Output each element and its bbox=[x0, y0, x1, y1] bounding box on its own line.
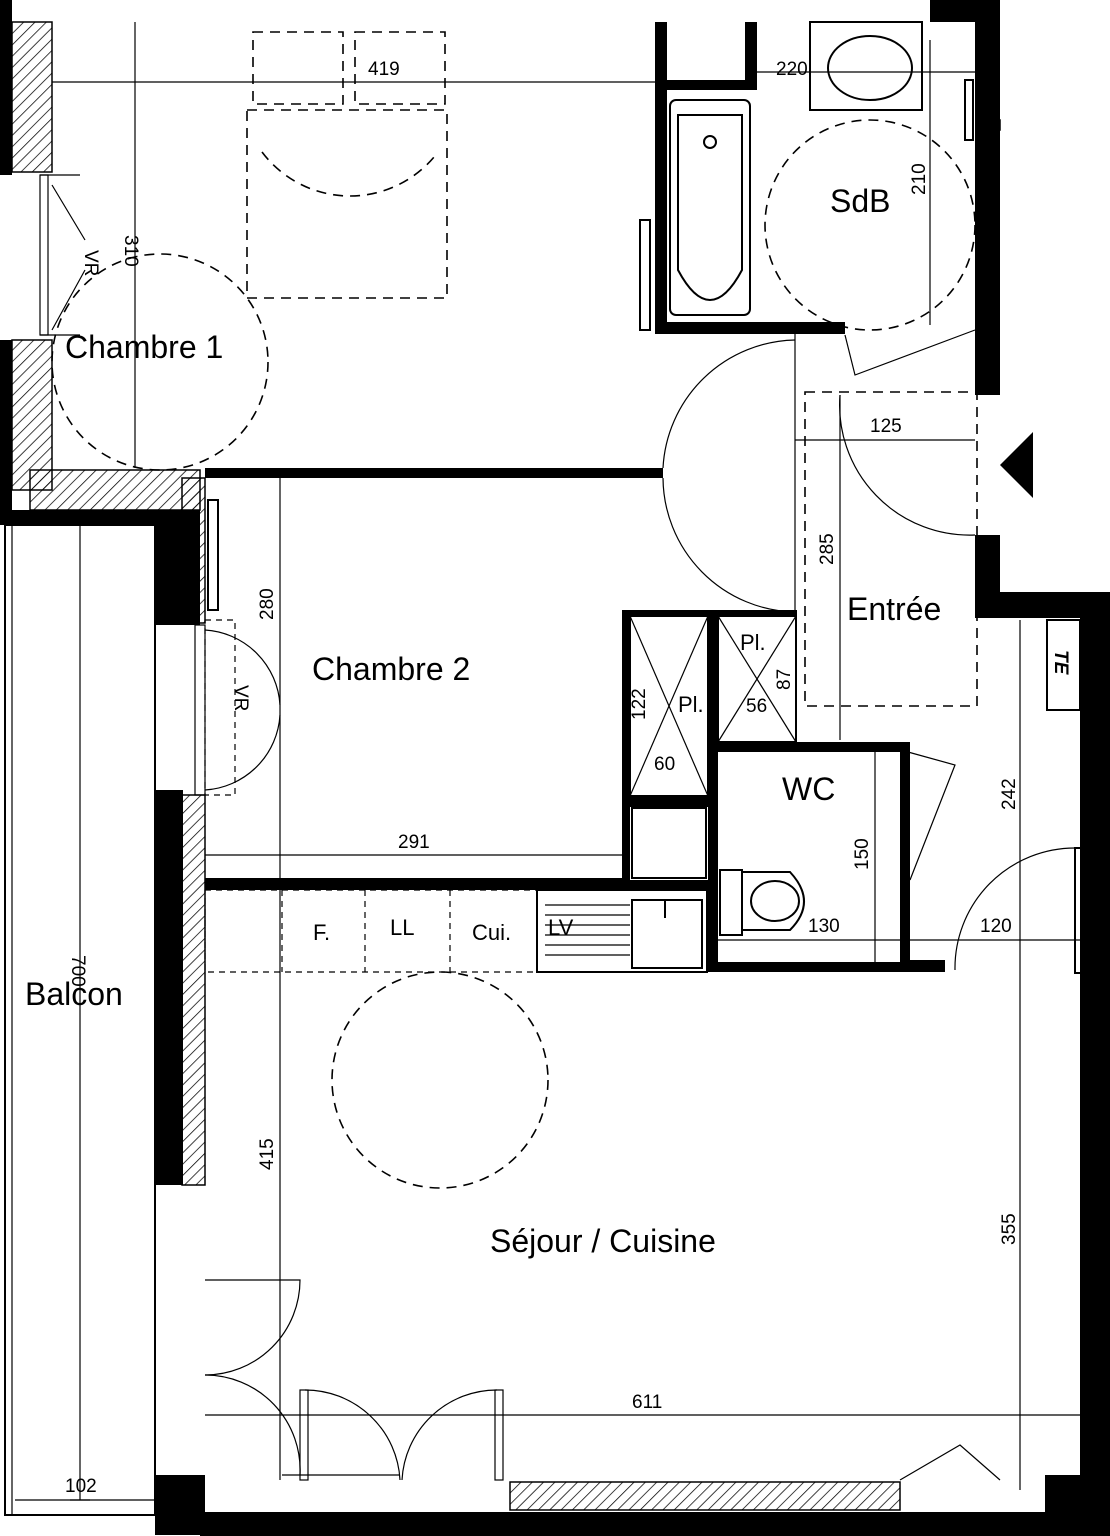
dim-210: 210 bbox=[909, 163, 930, 195]
dim-220: 220 bbox=[776, 59, 808, 80]
sdb-fixtures bbox=[639, 21, 976, 376]
entree-area bbox=[662, 330, 1033, 740]
label-placard-left: Pl. bbox=[678, 692, 704, 717]
sejour-furniture bbox=[204, 619, 1084, 1490]
dim-87: 87 bbox=[774, 669, 795, 690]
closets bbox=[629, 615, 797, 879]
dim-120: 120 bbox=[980, 916, 1012, 937]
room-label-balcon: Balcon bbox=[25, 976, 123, 1012]
label-cuisson: Cui. bbox=[472, 920, 511, 945]
dim-125: 125 bbox=[870, 416, 902, 437]
dim-102: 102 bbox=[65, 1476, 97, 1497]
dim-60: 60 bbox=[654, 754, 675, 775]
wc-fixtures bbox=[718, 751, 956, 962]
dim-122: 122 bbox=[629, 688, 650, 720]
dim-700: 700 bbox=[67, 955, 88, 987]
dim-355: 355 bbox=[999, 1213, 1020, 1245]
dim-280: 280 bbox=[257, 588, 278, 620]
balcony bbox=[4, 524, 156, 1516]
room-label-chambre1: Chambre 1 bbox=[65, 329, 223, 365]
chambre1-furniture bbox=[39, 22, 655, 471]
label-vr-chambre2: VR bbox=[230, 685, 251, 711]
room-label-chambre2: Chambre 2 bbox=[312, 651, 470, 687]
label-te: TE bbox=[1050, 650, 1071, 676]
dim-285: 285 bbox=[817, 533, 838, 565]
room-label-wc: WC bbox=[782, 771, 835, 807]
dim-419: 419 bbox=[368, 59, 400, 80]
label-lave-vaisselle: LV bbox=[548, 915, 574, 940]
kitchen bbox=[204, 889, 708, 973]
label-vr-chambre1: VR bbox=[80, 250, 101, 276]
label-placard-top: Pl. bbox=[740, 630, 766, 655]
dim-310: 310 bbox=[120, 235, 141, 267]
chambre2-furniture bbox=[194, 478, 622, 878]
label-frigo: F. bbox=[313, 920, 330, 945]
label-lave-linge: LL bbox=[390, 915, 414, 940]
room-label-sdb: SdB bbox=[830, 183, 890, 219]
dim-130: 130 bbox=[808, 916, 840, 937]
hatched-walls bbox=[11, 21, 1001, 1511]
dim-415: 415 bbox=[257, 1138, 278, 1170]
dim-242: 242 bbox=[999, 778, 1020, 810]
dim-291: 291 bbox=[398, 832, 430, 853]
dim-611: 611 bbox=[632, 1392, 662, 1413]
dim-150: 150 bbox=[852, 838, 873, 870]
room-label-entree: Entrée bbox=[847, 591, 941, 627]
room-label-sejour: Séjour / Cuisine bbox=[490, 1223, 716, 1259]
dim-56: 56 bbox=[746, 696, 767, 717]
